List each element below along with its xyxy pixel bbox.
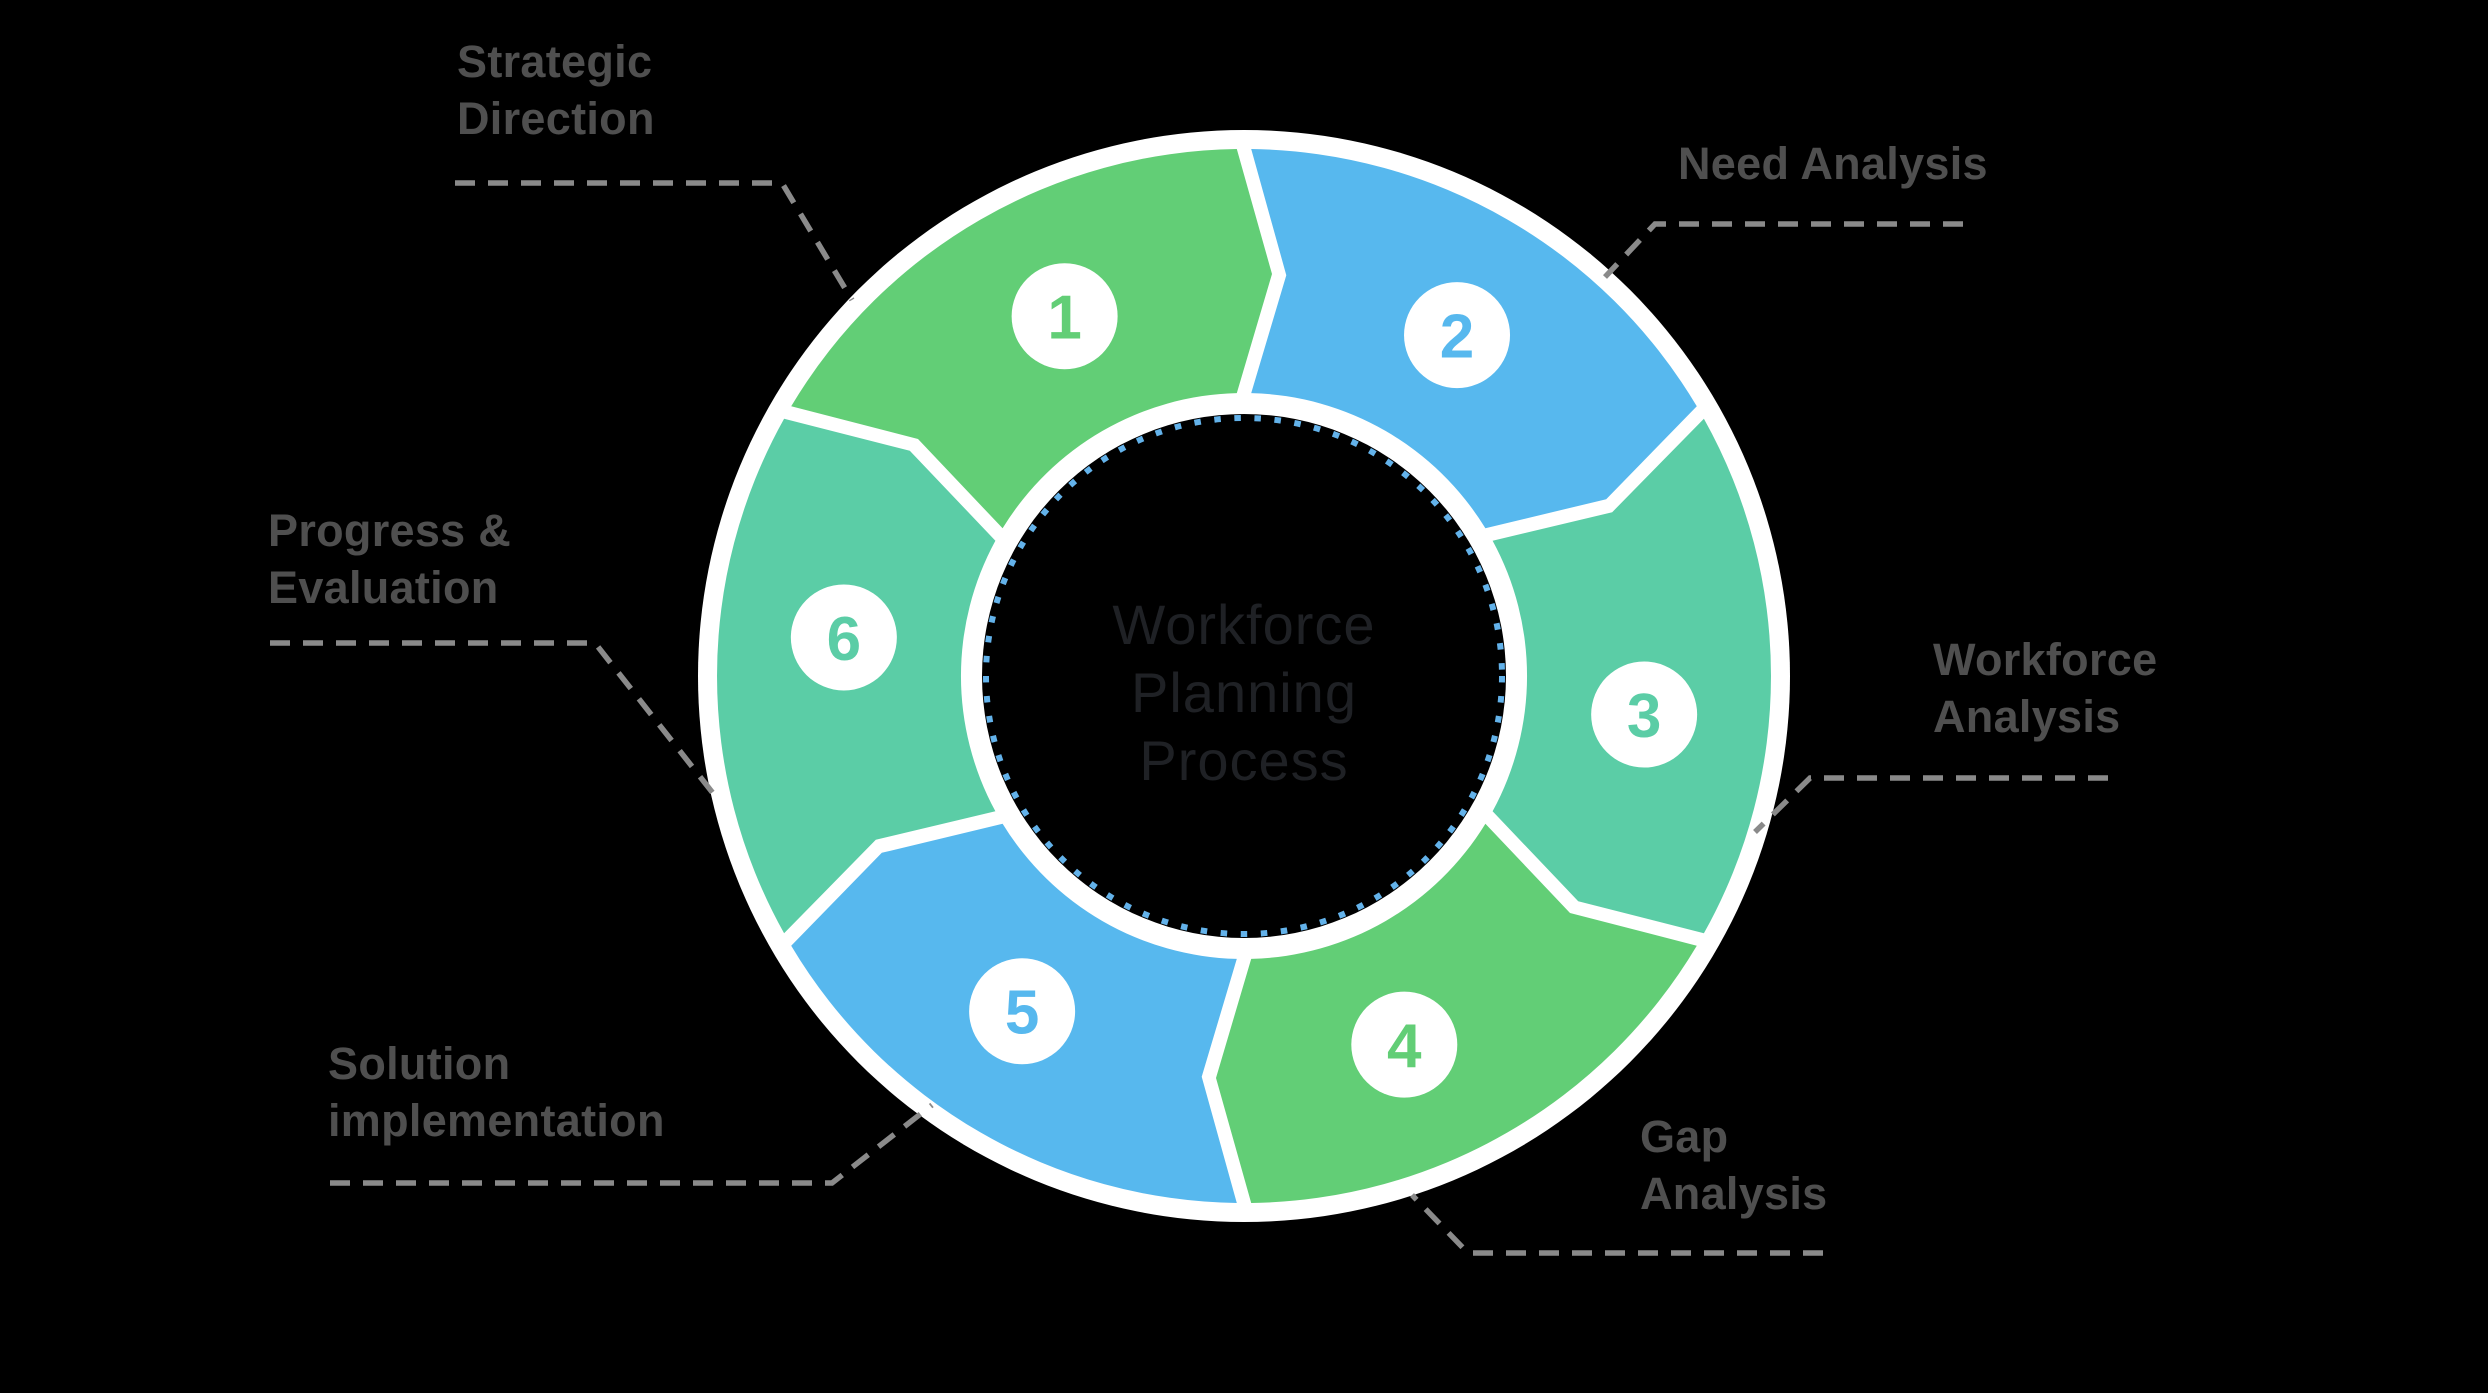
segment-5-number: 5 xyxy=(1005,979,1039,1048)
label-need-analysis: Need Analysis xyxy=(1678,138,1988,189)
segment-6-badge xyxy=(790,584,897,691)
segment-4-arc xyxy=(1216,823,1697,1203)
label-gap-analysis: Gap Analysis xyxy=(1640,1111,1828,1219)
leader-line-gap-analysis xyxy=(1410,1193,1823,1256)
segment-6-number: 6 xyxy=(827,605,861,674)
segment-4-badge xyxy=(1351,991,1458,1098)
label-progress-evaluation: Progress & Evaluation xyxy=(268,505,512,613)
segment-2-number: 2 xyxy=(1440,302,1474,371)
segment-1-badge xyxy=(1011,263,1118,370)
label-workforce-analysis: Workforce Analysis xyxy=(1933,634,2158,742)
segment-2-badge xyxy=(1404,282,1511,389)
label-strategic-direction: Strategic Direction xyxy=(457,36,655,144)
center-title: Workforce Planning Process xyxy=(1112,593,1376,792)
inner-dotted-circle xyxy=(983,415,1505,937)
segment-4-number: 4 xyxy=(1387,1012,1422,1081)
leader-line-solution-implementation xyxy=(330,1102,934,1186)
segment-5-badge xyxy=(969,958,1076,1065)
leader-line-workforce-analysis xyxy=(1753,775,2108,834)
label-solution-implementation: Solution implementation xyxy=(328,1038,665,1146)
leader-line-need-analysis xyxy=(1602,221,1963,279)
segment-1-number: 1 xyxy=(1047,284,1081,353)
leader-line-strategic-direction xyxy=(455,180,855,302)
segment-3-badge xyxy=(1591,661,1698,768)
leader-line-progress-evaluation xyxy=(270,640,719,799)
wheel-center-hole xyxy=(982,414,1506,938)
segment-3-number: 3 xyxy=(1627,682,1661,751)
